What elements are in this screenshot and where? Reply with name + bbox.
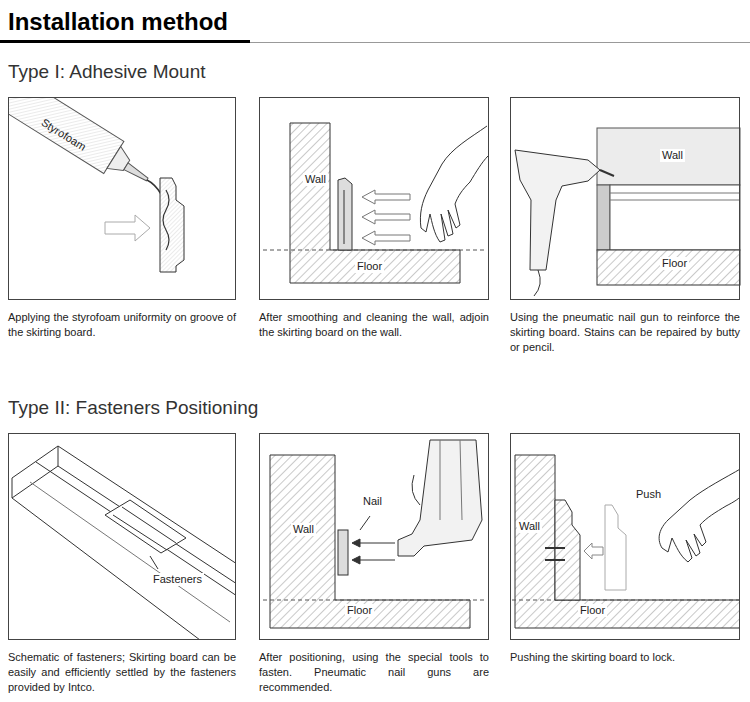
nail-arrows xyxy=(352,539,395,564)
board-line xyxy=(610,200,740,201)
step-panel: WallFloorUsing the pneumatic nail gun to… xyxy=(510,97,740,355)
step-caption: After positioning, using the special too… xyxy=(259,650,489,695)
title-underline xyxy=(0,40,250,43)
step-panel: WallFloorAfter smoothing and cleaning th… xyxy=(259,97,489,340)
leader-line xyxy=(150,556,158,569)
wall-edge xyxy=(597,185,610,250)
nail-gun xyxy=(515,150,600,270)
fastener-clip xyxy=(105,500,186,553)
floor-line xyxy=(263,600,486,601)
push-arrow xyxy=(584,543,603,559)
skirting-board xyxy=(555,500,580,600)
trigger-guard xyxy=(412,475,420,505)
loose-skirting-board xyxy=(605,505,626,590)
fastener xyxy=(545,559,565,561)
step-panel: FastenersSchematic of fasteners; Skirtin… xyxy=(8,433,236,695)
part-label: Wall xyxy=(660,149,685,162)
part-label: Wall xyxy=(517,520,542,533)
floor-line xyxy=(263,250,486,251)
leader-line xyxy=(360,516,370,530)
part-label: Floor xyxy=(660,257,689,270)
step-caption: Applying the styrofoam uniformity on gro… xyxy=(8,310,236,340)
part-label: Floor xyxy=(345,604,374,617)
section-heading: Type I: Adhesive Mount xyxy=(8,60,206,84)
part-label: Nail xyxy=(361,495,384,508)
part-label: Push xyxy=(634,488,663,501)
adhesive-bead xyxy=(147,180,161,194)
step-panel: PushWallFloorPushing the skirting board … xyxy=(510,433,740,665)
section-heading: Type II: Fasteners Positioning xyxy=(8,396,258,420)
step-caption: Schematic of fasteners; Skirting board c… xyxy=(8,650,236,695)
panel-frame xyxy=(8,433,236,640)
wall-block xyxy=(597,128,740,185)
part-label: Fasteners xyxy=(151,573,204,586)
panel-frame xyxy=(510,433,740,640)
fastener xyxy=(338,530,348,575)
step-caption: Pushing the skirting board to lock. xyxy=(510,650,740,665)
board-groove xyxy=(344,190,345,244)
hand xyxy=(420,126,488,242)
direction-arrow xyxy=(105,215,150,241)
nail-gun xyxy=(398,440,482,556)
skirting-board xyxy=(160,178,184,272)
step-panel: StyrofoamApplying the styrofoam uniformi… xyxy=(8,97,236,340)
fastener xyxy=(545,547,565,549)
part-label: Wall xyxy=(303,173,328,186)
push-arrows xyxy=(362,190,410,245)
step-panel: Wall NailFloorAfter positioning, using th… xyxy=(259,433,489,695)
hand xyxy=(659,468,740,562)
part-label: Wall xyxy=(291,523,316,536)
air-hose xyxy=(534,270,540,296)
floor-line xyxy=(512,600,740,601)
part-label: Styrofoam xyxy=(37,115,90,155)
part-label: Floor xyxy=(578,604,607,617)
step-caption: Using the pneumatic nail gun to reinforc… xyxy=(510,310,740,355)
board-line xyxy=(610,193,740,194)
skirting-board xyxy=(338,178,352,250)
nail-gun-tip xyxy=(600,170,614,176)
panel-frame xyxy=(510,97,740,300)
step-caption: After smoothing and cleaning the wall, a… xyxy=(259,310,489,340)
part-label: Floor xyxy=(355,260,384,273)
floor-section xyxy=(597,250,740,285)
adhesive-tube xyxy=(8,97,158,195)
skirting-board xyxy=(610,185,740,250)
nail-gun-detail xyxy=(440,440,462,520)
fastener-profile xyxy=(12,446,236,640)
page-title: Installation method xyxy=(8,7,228,37)
adhesive-line xyxy=(163,190,169,250)
header-rule xyxy=(250,42,750,43)
